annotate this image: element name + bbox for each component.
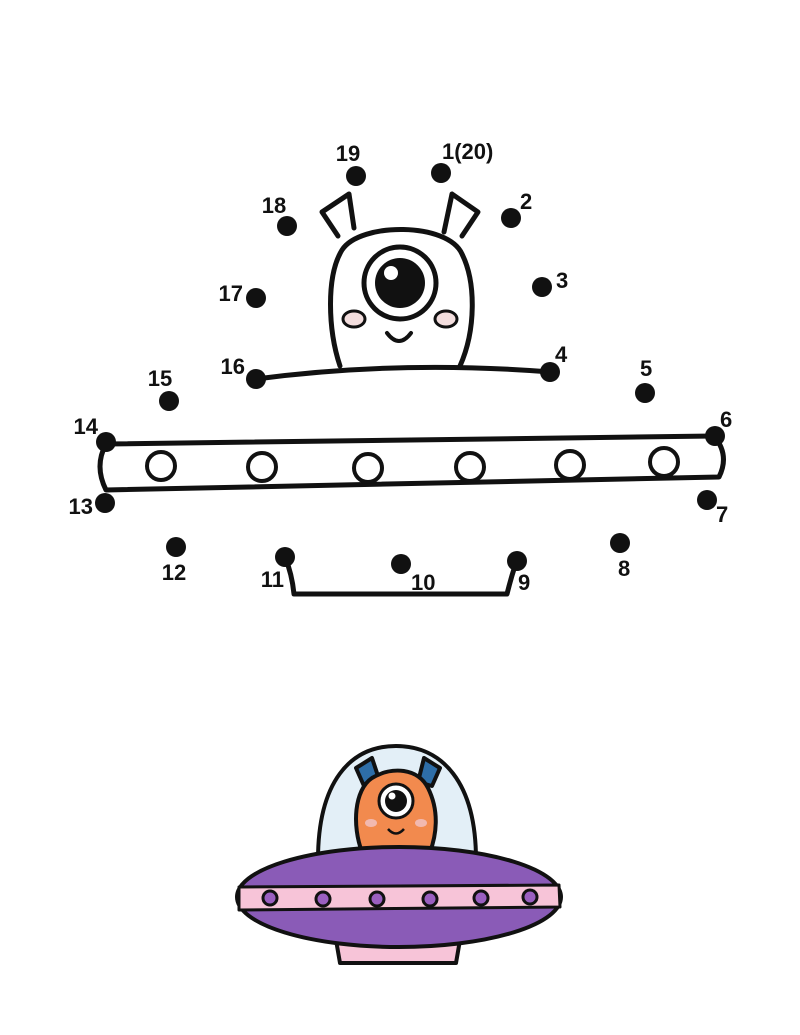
ufo-outline-drawing	[97, 191, 726, 597]
reference-porthole-2	[314, 890, 332, 908]
dot-marker	[159, 391, 179, 411]
reference-alien-pupil	[385, 790, 407, 812]
dot-number-label: 7	[716, 502, 728, 527]
dot-marker	[507, 551, 527, 571]
dot-2: 2	[501, 189, 532, 228]
dot-marker	[246, 369, 266, 389]
dot-12: 12	[162, 537, 186, 585]
dot-number-label: 8	[618, 556, 630, 581]
reference-alien-eye-highlight	[388, 792, 396, 800]
dot-16: 16	[221, 354, 266, 389]
alien-eye-pupil	[375, 258, 425, 308]
dot-number-label: 15	[148, 366, 172, 391]
dot-marker	[610, 533, 630, 553]
dot-number-label: 17	[219, 281, 243, 306]
dot-6: 6	[705, 407, 732, 446]
dot-marker	[277, 216, 297, 236]
dot-number-label: 1(20)	[442, 139, 493, 164]
alien-smile	[385, 331, 413, 343]
dot-9: 9	[507, 551, 530, 595]
porthole-5	[554, 449, 586, 481]
dot-18: 18	[262, 193, 297, 236]
dot-17: 17	[219, 281, 266, 308]
reference-porthole-3	[368, 890, 386, 908]
dot-marker	[246, 288, 266, 308]
reference-porthole-5	[472, 889, 490, 907]
dot-10: 10	[391, 554, 435, 595]
dot-14: 14	[74, 414, 116, 452]
dot-3: 3	[532, 268, 568, 297]
dot-marker	[532, 277, 552, 297]
dot-number-label: 2	[520, 189, 532, 214]
colored-reference-ufo	[235, 744, 563, 965]
dot-19: 19	[336, 141, 366, 186]
dot-number-label: 10	[411, 570, 435, 595]
dot-number-label: 19	[336, 141, 360, 166]
alien-right-cheek	[433, 309, 459, 329]
dot-marker	[95, 493, 115, 513]
dot-marker	[501, 208, 521, 228]
dot-marker	[705, 426, 725, 446]
dot-number-label: 6	[720, 407, 732, 432]
dot-number-label: 11	[261, 567, 284, 592]
dot-15: 15	[148, 366, 179, 411]
dot-number-label: 14	[74, 414, 99, 439]
dot-marker	[166, 537, 186, 557]
dot-number-label: 13	[69, 494, 93, 519]
dot-marker	[391, 554, 411, 574]
porthole-1	[145, 450, 177, 482]
dot-13: 13	[69, 493, 115, 519]
reference-right-cheek	[415, 819, 427, 827]
dot-marker	[697, 490, 717, 510]
porthole-2	[246, 451, 278, 483]
dot-marker	[346, 166, 366, 186]
dot-marker	[275, 547, 295, 567]
dot-7: 7	[697, 490, 728, 527]
dot-number-label: 18	[262, 193, 286, 218]
reference-alien-smile	[387, 828, 405, 835]
left-antenna-outline	[319, 191, 357, 239]
reference-left-cheek	[365, 819, 377, 827]
saucer-band-outline	[97, 433, 726, 493]
porthole-3	[352, 452, 384, 484]
dot-number-label: 16	[221, 354, 245, 379]
dome-base-line	[253, 364, 554, 382]
dot-marker	[540, 362, 560, 382]
dot-number-label: 3	[556, 268, 568, 293]
dot-8: 8	[610, 533, 630, 581]
dot-marker	[635, 383, 655, 403]
dot-4: 4	[540, 342, 568, 382]
reference-porthole-4	[421, 890, 439, 908]
dot-marker	[96, 432, 116, 452]
dot-5: 5	[635, 356, 655, 403]
dot-number-label: 5	[640, 356, 652, 381]
reference-porthole-6	[521, 888, 539, 906]
dot-number-label: 9	[518, 570, 530, 595]
porthole-6	[648, 446, 680, 478]
dot-number-label: 4	[555, 342, 568, 367]
porthole-4	[454, 451, 486, 483]
dot-marker	[431, 163, 451, 183]
alien-eye-highlight	[384, 266, 398, 280]
dot-1: 1(20)	[431, 139, 493, 183]
reference-saucer-band	[237, 883, 562, 912]
numbered-dots: 1(20) 2 3 4 5 6 7 8 9 10 11 12 13 14 15 16 17 18 19	[69, 139, 733, 595]
alien-left-cheek	[341, 309, 367, 329]
dot-number-label: 12	[162, 560, 186, 585]
dot-11: 11	[261, 547, 295, 592]
right-antenna-outline	[441, 191, 481, 239]
reference-porthole-1	[261, 889, 279, 907]
